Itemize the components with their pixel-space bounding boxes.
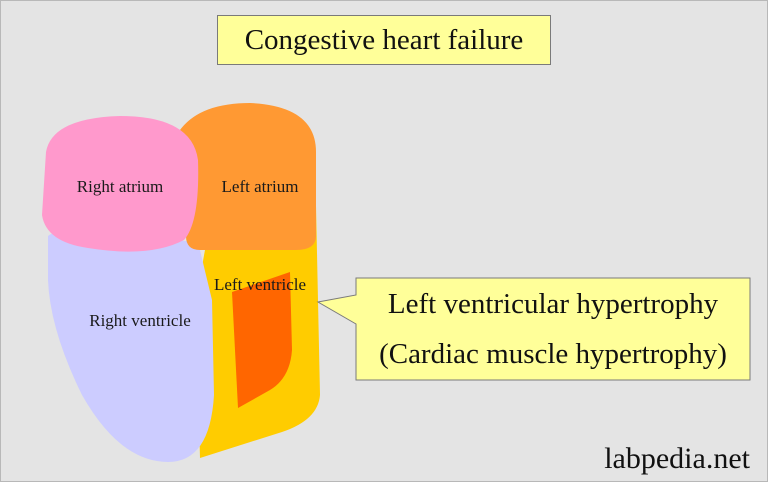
right-ventricle-shape	[48, 230, 214, 462]
label-left-ventricle: Left ventricle	[214, 275, 306, 294]
diagram-title: Congestive heart failure	[244, 23, 524, 56]
callout-box	[316, 277, 751, 381]
callout-text: Left ventricular hypertrophy (Cardiac mu…	[357, 279, 749, 379]
label-right-ventricle: Right ventricle	[89, 311, 191, 330]
hypertrophy-region	[232, 272, 292, 408]
title-box: Congestive heart failure	[217, 15, 551, 65]
left-atrium-shape	[180, 103, 316, 250]
callout-line-1: Left ventricular hypertrophy	[387, 288, 719, 320]
right-atrium-shape	[42, 116, 199, 252]
callout-line-2: (Cardiac muscle hypertrophy)	[379, 338, 727, 370]
watermark: labpedia.net	[604, 442, 750, 475]
label-left-atrium: Left atrium	[222, 177, 299, 196]
label-right-atrium: Right atrium	[77, 177, 163, 196]
